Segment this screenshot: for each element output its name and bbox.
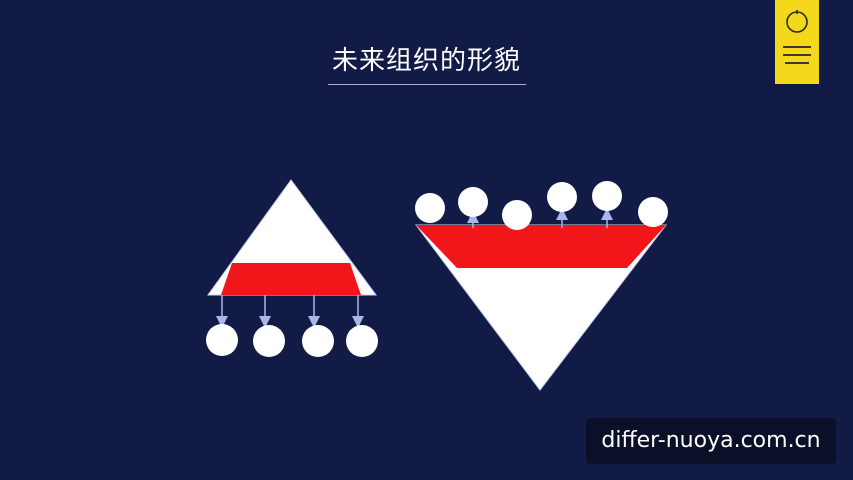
inverted-band bbox=[416, 225, 666, 268]
member-node bbox=[346, 325, 378, 357]
slide-title: 未来组织的形貌 bbox=[331, 46, 521, 76]
member-node bbox=[253, 325, 285, 357]
pyramid-band bbox=[221, 263, 361, 295]
member-node bbox=[592, 181, 622, 211]
member-node bbox=[547, 182, 577, 212]
member-node bbox=[502, 200, 532, 230]
title-underline bbox=[328, 84, 526, 85]
member-node bbox=[206, 324, 238, 356]
member-node bbox=[458, 187, 488, 217]
logo-badge bbox=[775, 0, 819, 84]
watermark-label: differ-nuoya.com.cn bbox=[586, 418, 836, 464]
member-node bbox=[415, 193, 445, 223]
member-node bbox=[638, 197, 668, 227]
traditional-pyramid bbox=[206, 179, 378, 357]
member-node bbox=[302, 325, 334, 357]
inverted-pyramid bbox=[414, 181, 668, 391]
circle-logo-icon bbox=[783, 10, 811, 64]
